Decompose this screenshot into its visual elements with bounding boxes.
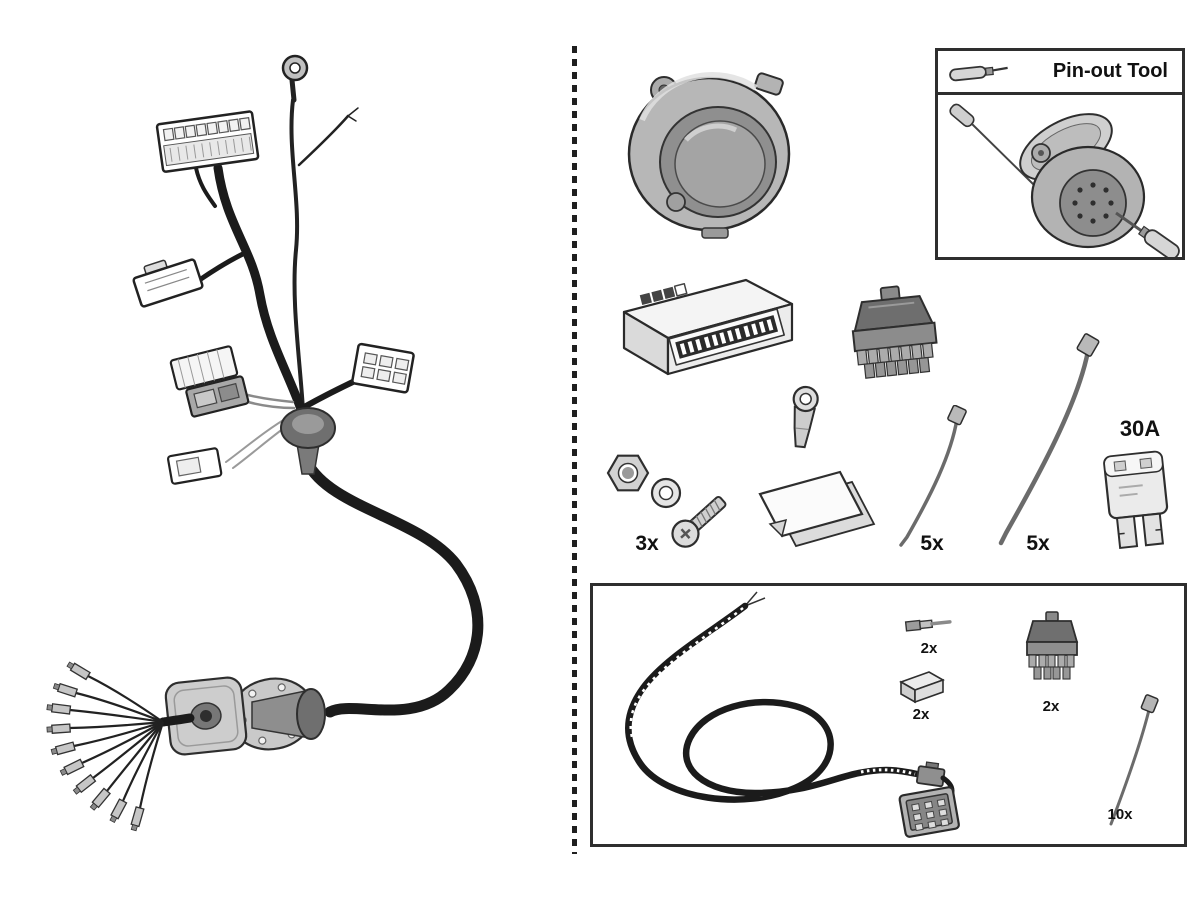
pinout-tool-icon xyxy=(949,65,1008,81)
part-fastener-set xyxy=(606,454,727,548)
pinout-tool-box: Pin-out Tool xyxy=(935,48,1185,260)
module-connector-slot xyxy=(668,308,785,366)
junction-grommet xyxy=(280,407,336,475)
flat-terminals xyxy=(46,661,145,832)
ring-terminal xyxy=(281,54,309,103)
main-harness-illustration xyxy=(46,54,484,832)
crimp-terminal-qty-label: 2x xyxy=(920,640,938,657)
section-divider xyxy=(572,46,577,854)
cable-tie-short-qty-label: 5x xyxy=(920,532,944,555)
part-ring-tab-terminal xyxy=(792,385,819,449)
part-mini-connector xyxy=(1025,611,1079,680)
branch-connector-1 xyxy=(132,258,204,308)
bolt xyxy=(671,495,727,548)
harness-end-connector xyxy=(898,786,960,838)
supplementary-kit-box: 2x 2x 2x 10x xyxy=(590,583,1187,847)
part-adhesive-pad xyxy=(758,470,876,548)
socket-pin-holes xyxy=(1072,182,1114,224)
part-control-module xyxy=(622,278,794,376)
module-brand-logo xyxy=(639,283,688,305)
part-cable-tie-10x xyxy=(1109,694,1159,826)
pinout-tool-title: Pin-out Tool xyxy=(1052,60,1168,82)
branch-connector-2 xyxy=(169,345,250,418)
bulkhead-grommet-assembly xyxy=(158,676,326,756)
vehicle-connector-block xyxy=(155,110,260,173)
part-cable-tie-short xyxy=(899,405,967,547)
part-13pin-socket xyxy=(627,72,791,239)
cable-tie-10x-qty-label: 10x xyxy=(1107,806,1133,823)
probe-pin xyxy=(949,103,975,128)
fanned-pin-wires xyxy=(69,675,165,809)
washer xyxy=(650,477,682,509)
supplementary-harness xyxy=(625,591,1159,838)
branch-connector-3 xyxy=(166,447,223,485)
pinout-tool-header: Pin-out Tool xyxy=(938,51,1182,95)
part-fuse-30a xyxy=(1103,450,1169,550)
pinout-tool-handle xyxy=(1137,225,1180,257)
part-bypass-connector xyxy=(851,285,938,379)
inline-connector xyxy=(915,761,946,788)
cable-tie-long-qty-label: 5x xyxy=(1026,532,1050,555)
fuse-rating-label: 30A xyxy=(1119,416,1161,441)
sleeve-qty-label: 2x xyxy=(912,706,930,723)
nut xyxy=(606,454,650,492)
branch-connector-4 xyxy=(351,342,415,394)
part-sleeve xyxy=(899,671,945,704)
fastener-qty-label: 3x xyxy=(635,532,659,555)
part-cable-tie-long xyxy=(998,333,1100,546)
pinout-tool-illustration xyxy=(949,103,1180,257)
mini-connector-qty-label: 2x xyxy=(1042,698,1060,715)
part-crimp-terminal xyxy=(904,619,952,632)
